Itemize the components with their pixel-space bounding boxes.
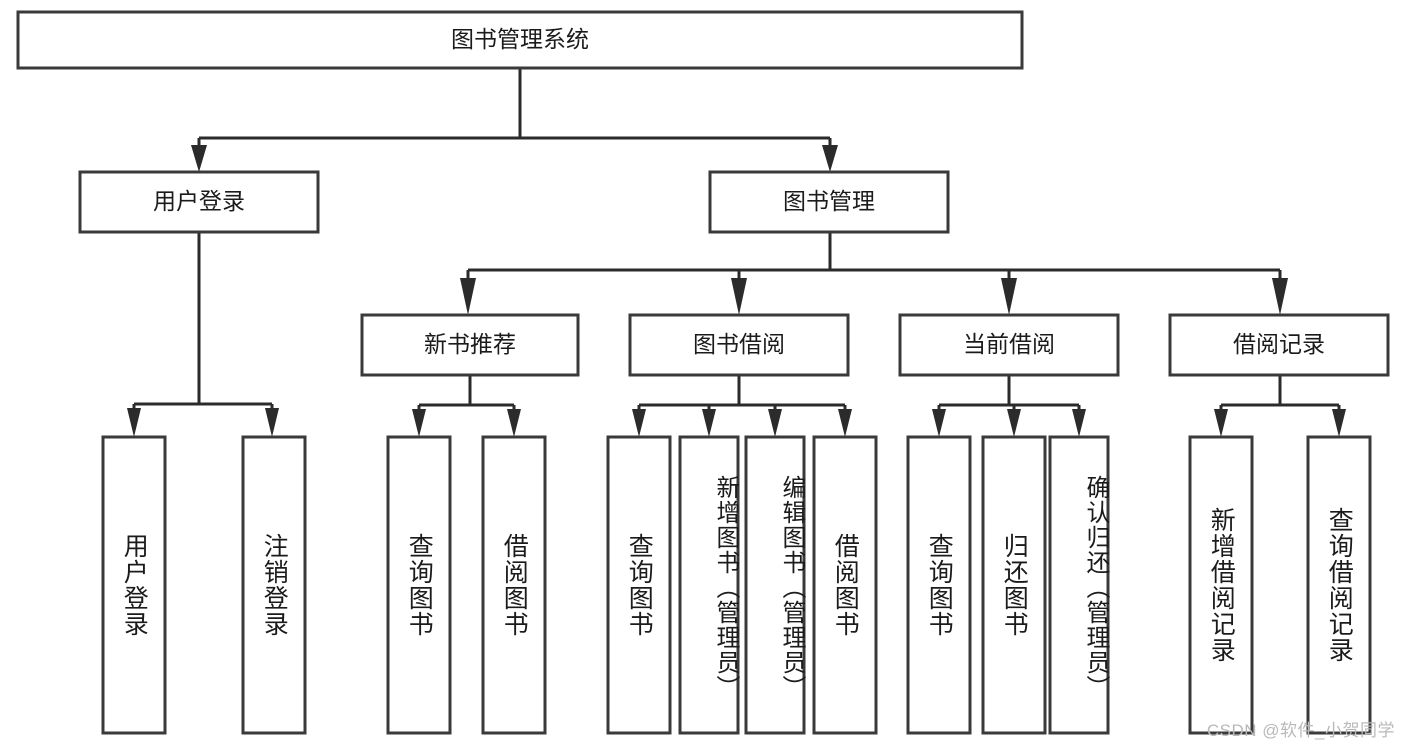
arrow-current-leaf3 (1072, 409, 1086, 437)
node-current-borrow-label: 当前借阅 (963, 331, 1055, 357)
arrow-current-leaf1 (932, 409, 946, 437)
arrow-borrow-leaf4 (838, 409, 852, 437)
arrow-newbook-leaf1 (412, 409, 426, 437)
arrow-root-to-user-login (191, 145, 207, 172)
leaf-box-return-book[interactable] (981, 435, 1047, 735)
connector-layer (127, 68, 1346, 437)
node-current-borrow[interactable]: 当前借阅 (898, 313, 1120, 377)
csdn-watermark: CSDN @软件_小贺同学 (1206, 721, 1395, 740)
node-user-login-label: 用户登录 (153, 188, 245, 214)
leaf-box-confirm-return-admin[interactable] (1048, 435, 1110, 735)
arrow-bookmgmt-to-borrow (731, 278, 747, 315)
leaf-box-borrow-book-new[interactable] (481, 435, 547, 735)
node-new-book-recommend-label: 新书推荐 (424, 331, 516, 357)
node-user-login-box[interactable] (78, 170, 320, 234)
arrow-bookmgmt-to-record (1272, 278, 1288, 315)
arrow-userlogin-leaf2 (265, 408, 279, 437)
node-user-login[interactable]: 用户登录 (78, 170, 320, 234)
arrow-record-leaf2 (1332, 409, 1346, 437)
arrow-borrow-leaf3 (768, 409, 782, 437)
leaf-box-query-book-current[interactable] (906, 435, 972, 735)
node-root[interactable]: 图书管理系统 (16, 10, 1024, 70)
node-book-management-label: 图书管理 (783, 188, 875, 214)
arrow-bookmgmt-to-newbook (460, 278, 476, 315)
node-current-borrow-box[interactable] (898, 313, 1120, 377)
leaf-box-query-book-borrow[interactable] (606, 435, 672, 735)
node-book-borrow[interactable]: 图书借阅 (628, 313, 850, 377)
node-borrow-record-box[interactable] (1168, 313, 1390, 377)
arrow-root-to-book-mgmt (822, 145, 838, 172)
arrow-userlogin-leaf1 (127, 408, 141, 437)
leaf-box-add-book-admin[interactable] (678, 435, 740, 735)
leaf-box-add-borrow-record[interactable] (1188, 435, 1254, 735)
arrow-borrow-leaf1 (632, 409, 646, 437)
node-borrow-record[interactable]: 借阅记录 (1168, 313, 1390, 377)
leaf-box-query-borrow-record[interactable] (1306, 435, 1372, 735)
node-book-management[interactable]: 图书管理 (708, 170, 950, 234)
node-book-management-box[interactable] (708, 170, 950, 234)
arrow-current-leaf2 (1007, 409, 1021, 437)
node-new-book-recommend-box[interactable] (360, 313, 580, 377)
leaf-box-edit-book-admin[interactable] (744, 435, 806, 735)
arrow-record-leaf1 (1214, 409, 1228, 437)
node-borrow-record-label: 借阅记录 (1233, 331, 1325, 357)
leaf-box-logout[interactable] (241, 435, 307, 735)
node-root-box[interactable] (16, 10, 1024, 70)
arrow-borrow-leaf2 (702, 409, 716, 437)
node-root-label: 图书管理系统 (451, 26, 589, 52)
leaf-box-user-login[interactable] (101, 435, 167, 735)
arrow-bookmgmt-to-current (1001, 278, 1017, 315)
leaf-box-borrow-book[interactable] (812, 435, 878, 735)
node-book-borrow-label: 图书借阅 (693, 331, 785, 357)
node-new-book-recommend[interactable]: 新书推荐 (360, 313, 580, 377)
leaf-box-query-book-new[interactable] (386, 435, 452, 735)
node-book-borrow-box[interactable] (628, 313, 850, 377)
leaf-box-layer (101, 435, 1372, 735)
arrow-newbook-leaf2 (507, 409, 521, 437)
